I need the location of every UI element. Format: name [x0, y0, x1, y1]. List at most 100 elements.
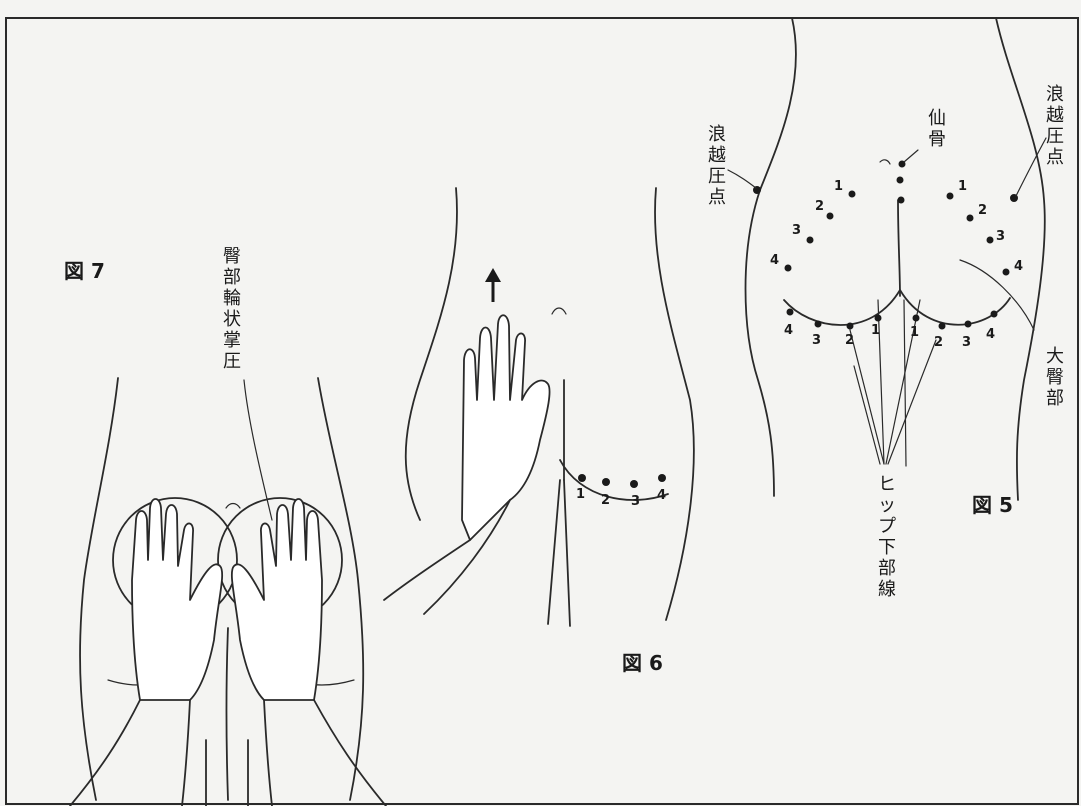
fig7-body-right-outline: [317, 377, 365, 801]
fig6-tailbone-mark: [551, 307, 567, 315]
fig7-body-left-outline: [79, 377, 119, 801]
fig5-point-number: 2: [978, 203, 987, 218]
label-char: 浪: [1046, 84, 1064, 105]
fig6-pressure-point: [658, 474, 666, 482]
label-char: 部: [1046, 388, 1064, 409]
label-char: 臀: [223, 246, 241, 267]
label-char: 下: [878, 537, 896, 558]
fig5-pressure-point: [912, 314, 920, 322]
label-char: プ: [878, 516, 896, 537]
fig5-point-number: 1: [834, 179, 843, 194]
fig5-point-number: 4: [770, 253, 779, 268]
fig6-hand: [461, 314, 551, 541]
fig5-pressure-point: [1002, 268, 1010, 276]
fig5-point-number: 4: [784, 323, 793, 338]
label-char: 圧: [1046, 126, 1064, 147]
label-char: 越: [1046, 105, 1064, 126]
fig6-pressure-point: [578, 474, 586, 482]
fig6-pressure-point: [602, 478, 610, 486]
fig5-leader-line: [849, 329, 885, 465]
label-gluteus-maximus: 大 臀 部: [1046, 346, 1064, 409]
fig5-pressure-point: [848, 190, 856, 198]
fig7-label-leader-line: [243, 379, 273, 521]
figure-5-label: 図 5: [972, 493, 1013, 517]
fig7-left-arm-outer: [69, 699, 141, 806]
fig5-pressure-point: [990, 310, 998, 318]
fig5-leader-line: [887, 339, 937, 465]
fig6-leg-line-2: [563, 479, 571, 627]
fig5-namikoshi-left-leader: [727, 169, 757, 189]
fig6-leg-line-1: [547, 479, 561, 625]
fig5-pressure-point: [784, 264, 792, 272]
fig5-pressure-point: [846, 322, 854, 330]
label-char: 臀: [1046, 367, 1064, 388]
label-char: 浪: [708, 124, 726, 145]
fig5-point-number: 3: [962, 335, 971, 350]
label-char: 輪: [223, 288, 241, 309]
fig5-leader-line: [877, 299, 885, 465]
label-char: ッ: [878, 495, 896, 516]
fig5-sacrum-leader: [903, 149, 919, 163]
label-char: 圧: [223, 351, 241, 372]
label-char: ヒ: [878, 474, 896, 495]
fig5-point-number: 1: [871, 323, 880, 338]
label-hip-lower-line: ヒ ッ プ 下 部 線: [878, 474, 896, 600]
fig5-pressure-point: [826, 212, 834, 220]
label-namikoshi-pressure-point-left: 浪 越 圧 点: [708, 124, 726, 208]
fig5-cleft-line: [897, 199, 901, 297]
fig7-left-arm-inner: [181, 699, 191, 806]
fig5-sacrum-point: [897, 196, 905, 204]
fig6-pressure-point: [630, 480, 638, 488]
fig7-gluteal-cleft: [225, 627, 229, 801]
fig7-right-hand: [230, 498, 323, 701]
fig6-point-number: 2: [601, 493, 610, 508]
label-char: 点: [1046, 147, 1064, 168]
figure-6: 図 6 1 2 3 4: [383, 187, 695, 675]
fig6-body-right-outline: [654, 187, 695, 621]
label-sacrum: 仙 骨: [928, 108, 946, 150]
fig5-point-number: 4: [1014, 259, 1023, 274]
label-char: 部: [223, 267, 241, 288]
fig6-body-left-outline: [404, 187, 458, 521]
fig5-point-number: 2: [845, 333, 854, 348]
up-arrow-icon: [485, 268, 501, 302]
fig5-pressure-point: [806, 236, 814, 244]
figure-7-label: 図 7: [64, 259, 105, 283]
label-char: 越: [708, 145, 726, 166]
fig5-pressure-point: [946, 192, 954, 200]
fig6-point-number: 4: [657, 488, 666, 503]
fig6-point-number: 1: [576, 487, 585, 502]
fig5-point-number: 1: [910, 325, 919, 340]
label-char: 部: [878, 558, 896, 579]
figure-7: 図 7 臀 部 輪 状 掌 圧: [64, 246, 387, 806]
fig5-pressure-point: [786, 308, 794, 316]
fig5-leader-line: [853, 365, 881, 465]
fig5-body-left-outline: [744, 17, 797, 497]
label-char: 仙: [928, 108, 946, 129]
fig5-pressure-point: [966, 214, 974, 222]
fig5-pressure-point: [814, 320, 822, 328]
figure-5: 図 5 1 2 3 4 1 2: [708, 17, 1064, 600]
label-buttocks-circular-palm-press: 臀 部 輪 状 掌 圧: [223, 246, 241, 372]
fig5-point-number: 3: [996, 229, 1005, 244]
fig5-point-number: 2: [934, 335, 943, 350]
fig5-pressure-point: [938, 322, 946, 330]
fig6-point-number: 3: [631, 494, 640, 509]
fig5-pressure-point: [964, 320, 972, 328]
fig5-buttock-lower-curve: [783, 289, 1011, 326]
label-char: 線: [878, 579, 896, 600]
fig5-sacrum-point: [896, 176, 904, 184]
label-char: 骨: [928, 129, 946, 150]
fig5-point-number: 4: [986, 327, 995, 342]
fig5-namikoshi-right-leader: [1015, 137, 1047, 197]
label-char: 大: [1046, 346, 1064, 367]
fig6-arm-outer: [383, 539, 471, 601]
fig7-tailbone-mark: [225, 502, 241, 509]
fig5-leader-line: [903, 299, 907, 467]
fig6-hip-lower-line: [559, 459, 669, 501]
fig6-arm-inner: [423, 499, 511, 615]
label-char: 点: [708, 187, 726, 208]
fig5-gluteus-line: [959, 259, 1035, 331]
fig7-right-arm-outer: [313, 699, 387, 806]
